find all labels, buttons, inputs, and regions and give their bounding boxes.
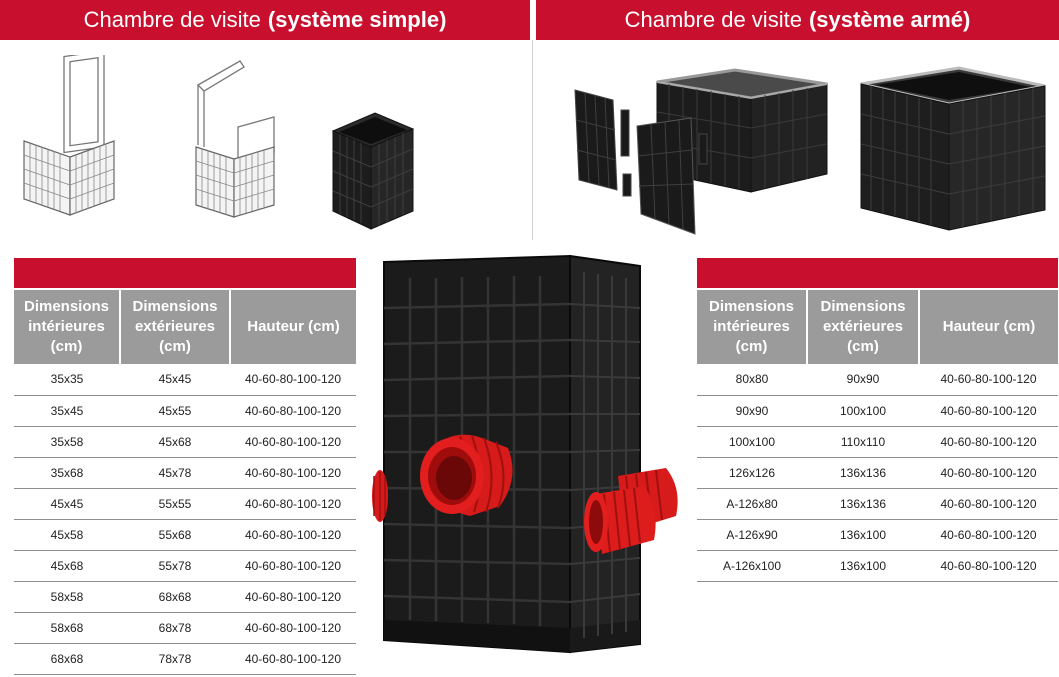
cell-outer-dimensions: 45x55 <box>120 395 230 427</box>
cell-height: 40-60-80-100-120 <box>230 364 356 396</box>
cell-height: 40-60-80-100-120 <box>230 519 356 551</box>
cell-outer-dimensions: 55x78 <box>120 550 230 582</box>
cell-height: 40-60-80-100-120 <box>919 519 1058 551</box>
cell-outer-dimensions: 136x100 <box>807 519 919 551</box>
cell-outer-dimensions: 110x110 <box>807 426 919 458</box>
cell-outer-dimensions: 90x90 <box>807 364 919 396</box>
header-height: Hauteur (cm) <box>919 290 1058 364</box>
cell-outer-dimensions: 68x68 <box>120 581 230 613</box>
cell-height: 40-60-80-100-120 <box>230 457 356 489</box>
cell-inner-dimensions: 90x90 <box>697 395 807 427</box>
cell-inner-dimensions: 35x58 <box>14 426 120 458</box>
cell-height: 40-60-80-100-120 <box>919 364 1058 396</box>
cell-inner-dimensions: 45x45 <box>14 488 120 520</box>
table-header-row: Dimensions intérieures (cm) Dimensions e… <box>697 290 1058 364</box>
cell-height: 40-60-80-100-120 <box>230 488 356 520</box>
cell-outer-dimensions: 136x100 <box>807 550 919 582</box>
cell-height: 40-60-80-100-120 <box>919 488 1058 520</box>
right-table-red-header-bar <box>697 258 1058 288</box>
cell-inner-dimensions: 100x100 <box>697 426 807 458</box>
cell-height: 40-60-80-100-120 <box>230 426 356 458</box>
simple-chamber-assembly-step1-illustration <box>23 55 115 216</box>
header-outer-dimensions: Dimensions extérieures (cm) <box>120 290 231 364</box>
cell-height: 40-60-80-100-120 <box>230 395 356 427</box>
cell-inner-dimensions: 58x58 <box>14 581 120 613</box>
cell-outer-dimensions: 45x68 <box>120 426 230 458</box>
cell-outer-dimensions: 55x68 <box>120 519 230 551</box>
header-height: Hauteur (cm) <box>230 290 356 364</box>
banner-simple-system: Chambre de visite (système simple) <box>0 0 530 40</box>
cell-height: 40-60-80-100-120 <box>230 550 356 582</box>
cell-outer-dimensions: 68x78 <box>120 612 230 644</box>
reinforced-chamber-exploded-illustration <box>574 68 828 235</box>
cell-height: 40-60-80-100-120 <box>919 395 1058 427</box>
cell-inner-dimensions: 35x45 <box>14 395 120 427</box>
banner-right-prefix: Chambre de visite <box>624 7 802 32</box>
cell-inner-dimensions: 58x68 <box>14 612 120 644</box>
cell-inner-dimensions: 126x126 <box>697 457 807 489</box>
cell-inner-dimensions: 45x68 <box>14 550 120 582</box>
header-inner-dimensions: Dimensions intérieures (cm) <box>697 290 808 364</box>
cell-outer-dimensions: 78x78 <box>120 643 230 675</box>
banner-right-bold: (système armé) <box>808 7 971 32</box>
cell-outer-dimensions: 45x45 <box>120 364 230 396</box>
chamber-with-pipes-illustration <box>372 254 678 654</box>
cell-outer-dimensions: 136x136 <box>807 457 919 489</box>
simple-chamber-assembled-illustration <box>331 112 415 230</box>
cell-inner-dimensions: A-126x100 <box>697 550 807 582</box>
header-outer-dimensions: Dimensions extérieures (cm) <box>807 290 920 364</box>
cell-inner-dimensions: 68x68 <box>14 643 120 675</box>
cell-inner-dimensions: A-126x90 <box>697 519 807 551</box>
cell-height: 40-60-80-100-120 <box>230 643 356 675</box>
simple-chamber-assembly-step2-illustration <box>195 60 275 218</box>
cell-outer-dimensions: 100x100 <box>807 395 919 427</box>
cell-outer-dimensions: 55x55 <box>120 488 230 520</box>
left-table-red-header-bar <box>14 258 356 288</box>
cell-inner-dimensions: 80x80 <box>697 364 807 396</box>
banner-left-prefix: Chambre de visite <box>83 7 261 32</box>
cell-inner-dimensions: 35x35 <box>14 364 120 396</box>
table-header-row: Dimensions intérieures (cm) Dimensions e… <box>14 290 356 364</box>
reinforced-system-dimensions-table: Dimensions intérieures (cm) Dimensions e… <box>697 290 1058 582</box>
cell-outer-dimensions: 136x136 <box>807 488 919 520</box>
section-divider <box>532 40 533 240</box>
banner-reinforced-system: Chambre de visite (système armé) <box>536 0 1059 40</box>
cell-outer-dimensions: 45x78 <box>120 457 230 489</box>
cell-inner-dimensions: A-126x80 <box>697 488 807 520</box>
cell-inner-dimensions: 45x58 <box>14 519 120 551</box>
cell-inner-dimensions: 35x68 <box>14 457 120 489</box>
reinforced-chamber-assembled-illustration <box>860 66 1046 231</box>
cell-height: 40-60-80-100-120 <box>230 612 356 644</box>
banner-left-bold: (système simple) <box>267 7 447 32</box>
cell-height: 40-60-80-100-120 <box>919 457 1058 489</box>
header-inner-dimensions: Dimensions intérieures (cm) <box>14 290 121 364</box>
cell-height: 40-60-80-100-120 <box>230 581 356 613</box>
simple-system-dimensions-table: Dimensions intérieures (cm) Dimensions e… <box>14 290 356 675</box>
cell-height: 40-60-80-100-120 <box>919 550 1058 582</box>
cell-height: 40-60-80-100-120 <box>919 426 1058 458</box>
